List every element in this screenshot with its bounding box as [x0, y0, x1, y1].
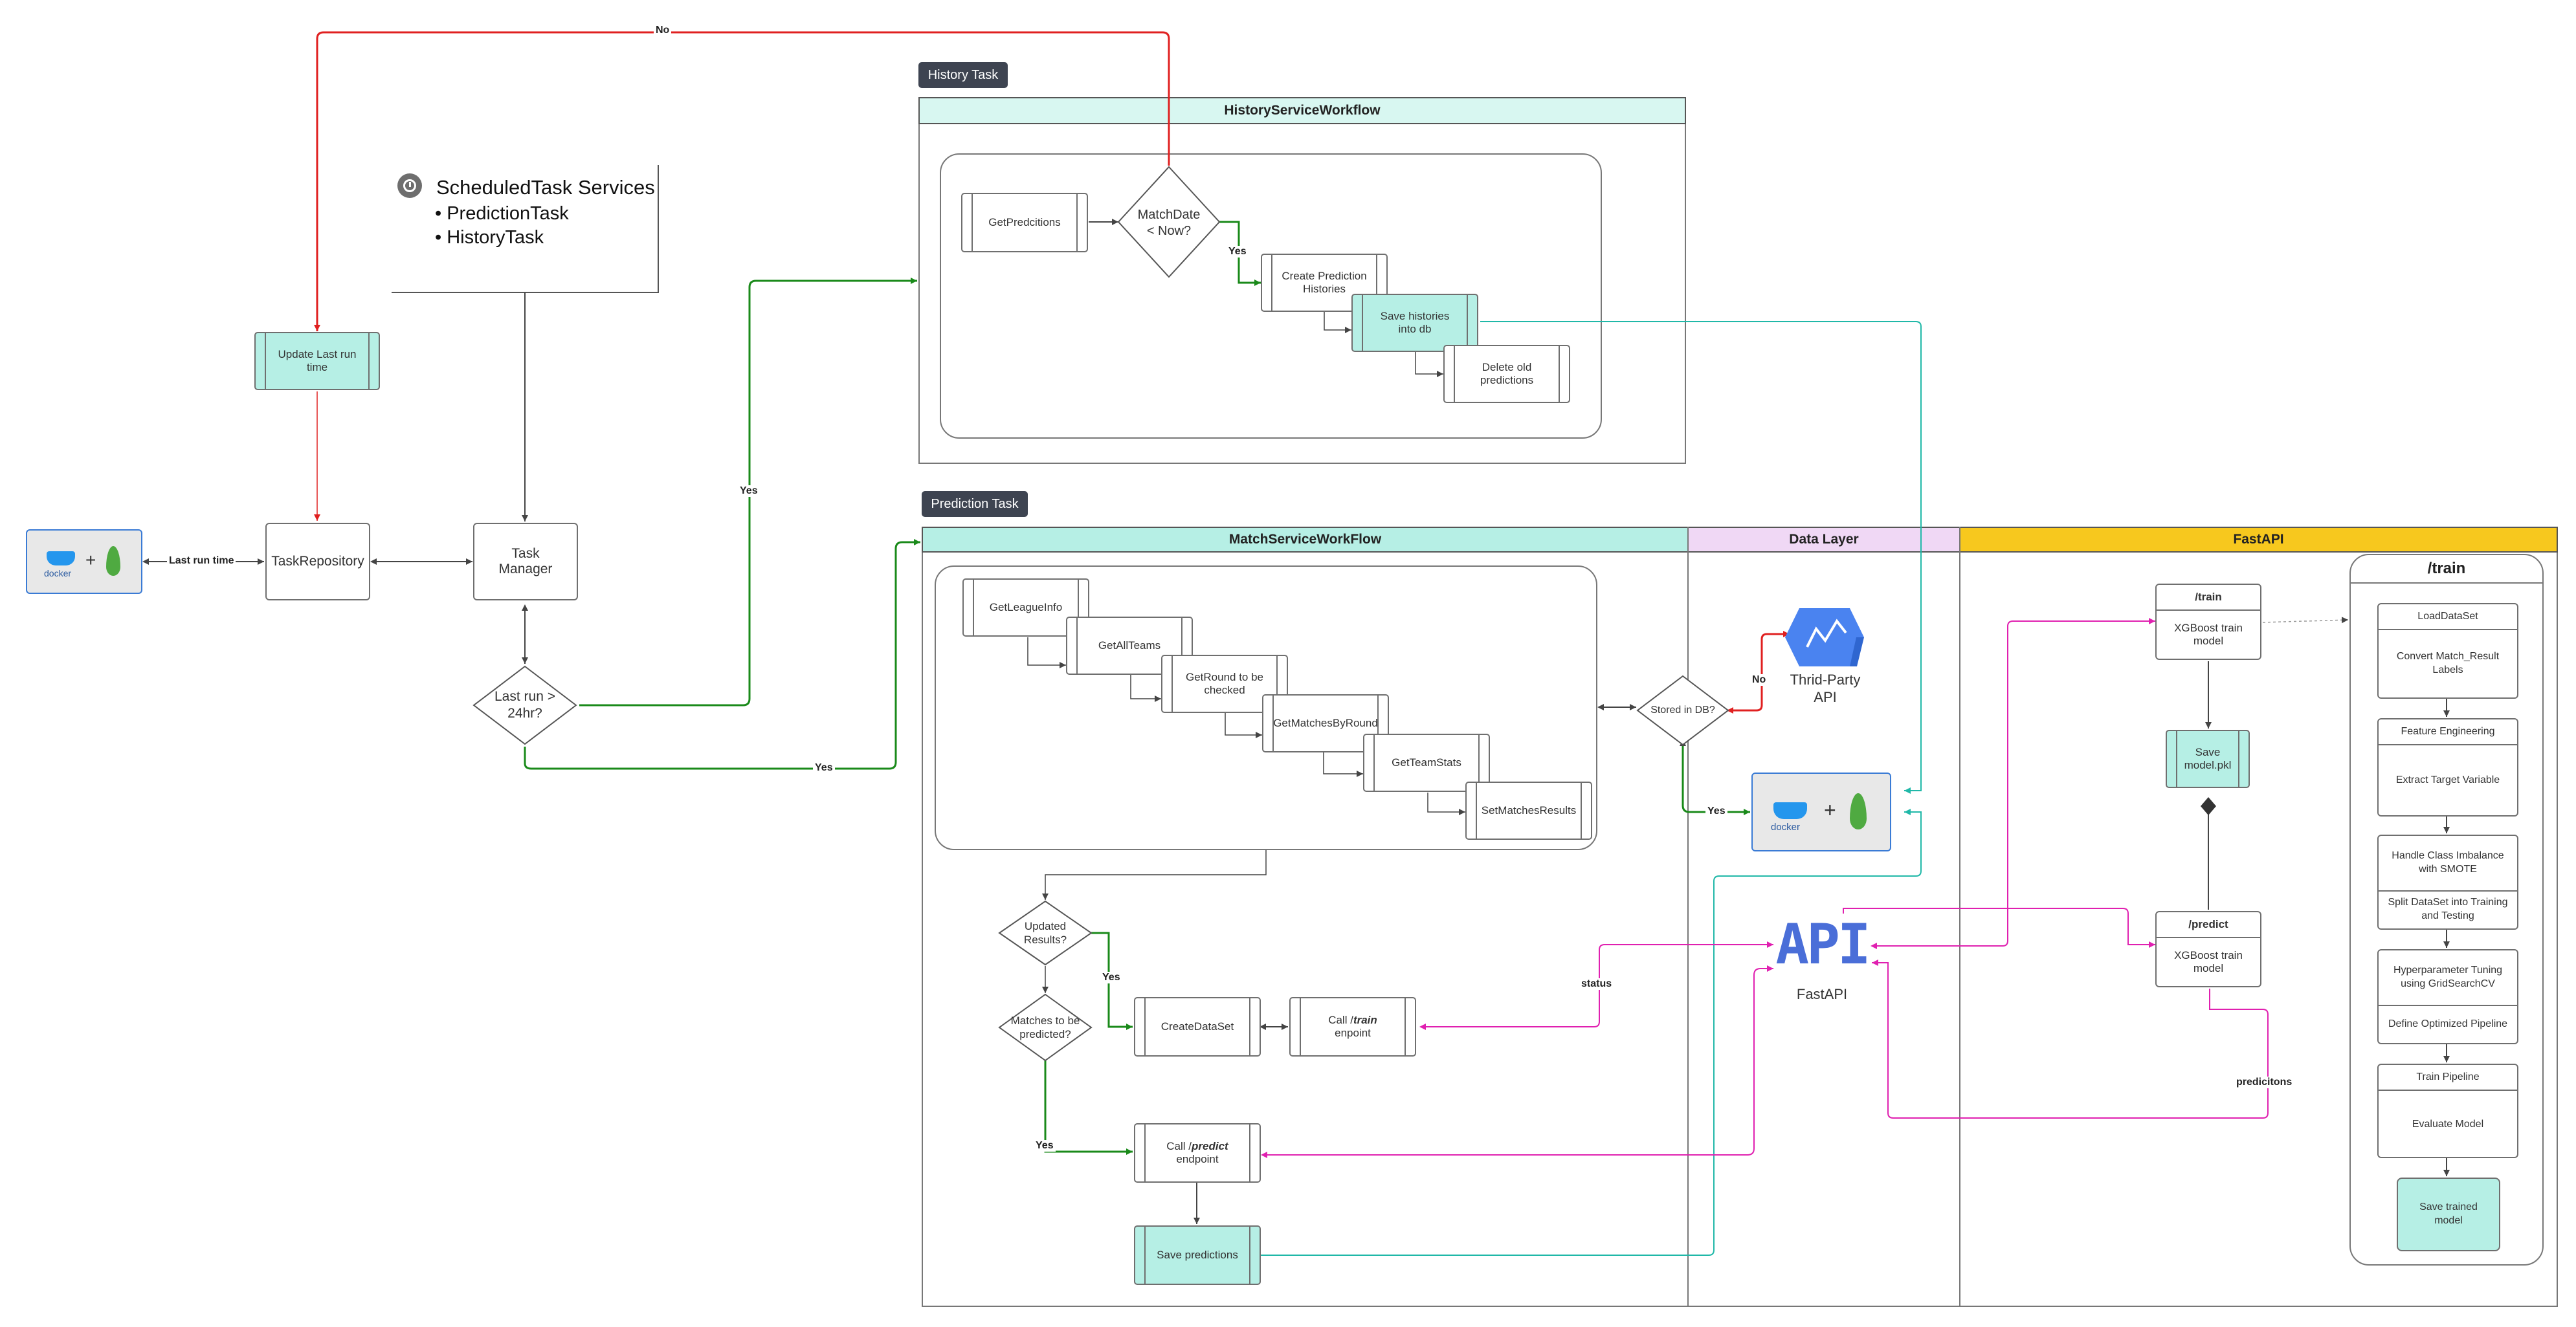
clock-icon	[397, 173, 422, 198]
matches-predicted-label: Matches to be predicted?	[1010, 1014, 1080, 1040]
delete-old-node[interactable]: Delete old predictions	[1443, 345, 1570, 403]
stored-label: Stored in DB?	[1650, 705, 1715, 716]
train-step-card[interactable]: LoadDataSet Convert Match_Result Labels	[2377, 603, 2518, 699]
train-step-body: Define Optimized Pipeline	[2388, 1018, 2508, 1029]
call-predict-text: Call /predict endpoint	[1166, 1140, 1228, 1165]
yes-history-edge-label: Yes	[738, 485, 760, 497]
last-run-label: Last run > 24hr?	[494, 688, 555, 721]
train-endpoint-node[interactable]: /train XGBoost train model	[2155, 584, 2261, 660]
docker-label: docker	[1771, 822, 1801, 833]
match-date-label: MatchDate < Now?	[1137, 208, 1201, 238]
train-step-title: LoadDataSet	[2379, 604, 2517, 630]
history-lane-title: HistoryServiceWorkflow	[918, 97, 1686, 124]
mongodb-icon	[1850, 793, 1867, 829]
scheduled-services: ScheduledTask Services • PredictionTask …	[397, 170, 669, 267]
last-run-time-label: Last run time	[167, 555, 236, 567]
scheduled-item-history: • HistoryTask	[435, 227, 544, 248]
task-repository-node[interactable]: TaskRepository	[265, 523, 370, 600]
stored-decision	[1636, 675, 1729, 746]
updated-yes-label: Yes	[1100, 972, 1122, 983]
last-run-decision	[472, 665, 577, 745]
train-step-body: Split DataSet into Training and Testing	[2388, 897, 2508, 921]
data-layer-db-node[interactable]: docker +	[1751, 773, 1891, 851]
call-train-node[interactable]: Call /train enpoint	[1289, 997, 1416, 1057]
third-party-hexagon	[1785, 608, 1864, 666]
predict-endpoint-title: /predict	[2157, 912, 2260, 938]
train-step-body: Extract Target Variable	[2395, 774, 2500, 785]
fastapi-caption: FastAPI	[1796, 986, 1848, 1003]
match-date-decision	[1117, 166, 1221, 278]
save-predictions-node[interactable]: Save predictions	[1134, 1225, 1261, 1285]
update-last-run-node[interactable]: Update Last run time	[254, 332, 380, 390]
train-step-body: Convert Match_Result Labels	[2396, 651, 2500, 675]
lane-divider-1	[1687, 527, 1689, 1307]
prediction-task-tag: Prediction Task	[922, 491, 1028, 517]
train-step-title: Hyperparameter Tuning using GridSearchCV	[2393, 965, 2503, 989]
call-train-text: Call /train enpoint	[1328, 1014, 1377, 1039]
train-step-card[interactable]: Handle Class Imbalance with SMOTE Split …	[2377, 835, 2518, 930]
save-histories-node[interactable]: Save histories into db	[1351, 294, 1478, 352]
matches-predicted-decision	[998, 993, 1093, 1062]
fastapi-lane-title: FastAPI	[1959, 527, 2558, 553]
predictions-edge-label: predicitons	[2234, 1077, 2294, 1088]
match-step[interactable]: SetMatchesResults	[1465, 782, 1592, 840]
match-step[interactable]: GetRound to be checked	[1161, 655, 1288, 713]
scheduled-item-prediction: • PredictionTask	[435, 203, 569, 224]
scheduled-title: ScheduledTask Services	[436, 176, 655, 199]
api-logo-icon: API	[1775, 912, 1871, 977]
mongodb-icon	[106, 546, 120, 576]
history-group	[940, 153, 1602, 439]
docker-icon	[47, 551, 75, 565]
get-predictions-node[interactable]: GetPredcitions	[961, 193, 1088, 252]
task-manager-node[interactable]: Task Manager	[473, 523, 578, 600]
stored-yes-label: Yes	[1705, 806, 1727, 817]
data-layer-lane-title: Data Layer	[1687, 527, 1960, 553]
train-step-title: Feature Engineering	[2379, 719, 2517, 745]
predict-model-text: XGBoost train model	[2174, 949, 2243, 974]
train-step-card[interactable]: Train Pipeline Evaluate Model	[2377, 1064, 2518, 1158]
left-db-node[interactable]: docker +	[26, 529, 142, 594]
save-model-node[interactable]: Save model.pkl	[2166, 730, 2250, 788]
plus-sign: +	[85, 550, 96, 570]
match-step[interactable]: GetMatchesByRound	[1262, 694, 1389, 752]
train-step-title: Train Pipeline	[2379, 1065, 2517, 1091]
train-step-title: Handle Class Imbalance with SMOTE	[2392, 850, 2504, 875]
docker-icon	[1773, 802, 1807, 819]
match-group	[935, 565, 1597, 850]
save-trained-model-node[interactable]: Save trained model	[2397, 1178, 2500, 1251]
create-dataset-node[interactable]: CreateDataSet	[1134, 997, 1261, 1057]
third-party-glyph	[1806, 619, 1847, 648]
updated-results-label: Updated Results?	[1023, 919, 1067, 946]
updated-results-decision	[998, 900, 1093, 966]
train-step-card[interactable]: Feature Engineering Extract Target Varia…	[2377, 718, 2518, 817]
third-party-label: Thrid-Party API	[1790, 671, 1861, 706]
predict-endpoint-node[interactable]: /predict XGBoost train model	[2155, 911, 2261, 987]
matches-yes-label: Yes	[1034, 1140, 1056, 1152]
train-panel-title: /train	[2349, 555, 2544, 584]
train-step-body: Evaluate Model	[2412, 1118, 2484, 1130]
plus-sign: +	[1824, 798, 1836, 822]
status-edge-label: status	[1579, 978, 1614, 990]
train-endpoint-title: /train	[2157, 585, 2260, 611]
history-task-tag: History Task	[918, 62, 1008, 88]
stored-no-label: No	[1750, 674, 1768, 686]
no-edge-label: No	[654, 25, 672, 36]
call-predict-node[interactable]: Call /predict endpoint	[1134, 1123, 1261, 1183]
docker-label: docker	[44, 568, 72, 578]
train-model-text: XGBoost train model	[2174, 622, 2243, 647]
train-step-card[interactable]: Hyperparameter Tuning using GridSearchCV…	[2377, 949, 2518, 1044]
train-panel	[2349, 554, 2544, 1266]
yes-prediction-edge-label: Yes	[813, 762, 835, 774]
history-yes-label: Yes	[1227, 246, 1249, 258]
